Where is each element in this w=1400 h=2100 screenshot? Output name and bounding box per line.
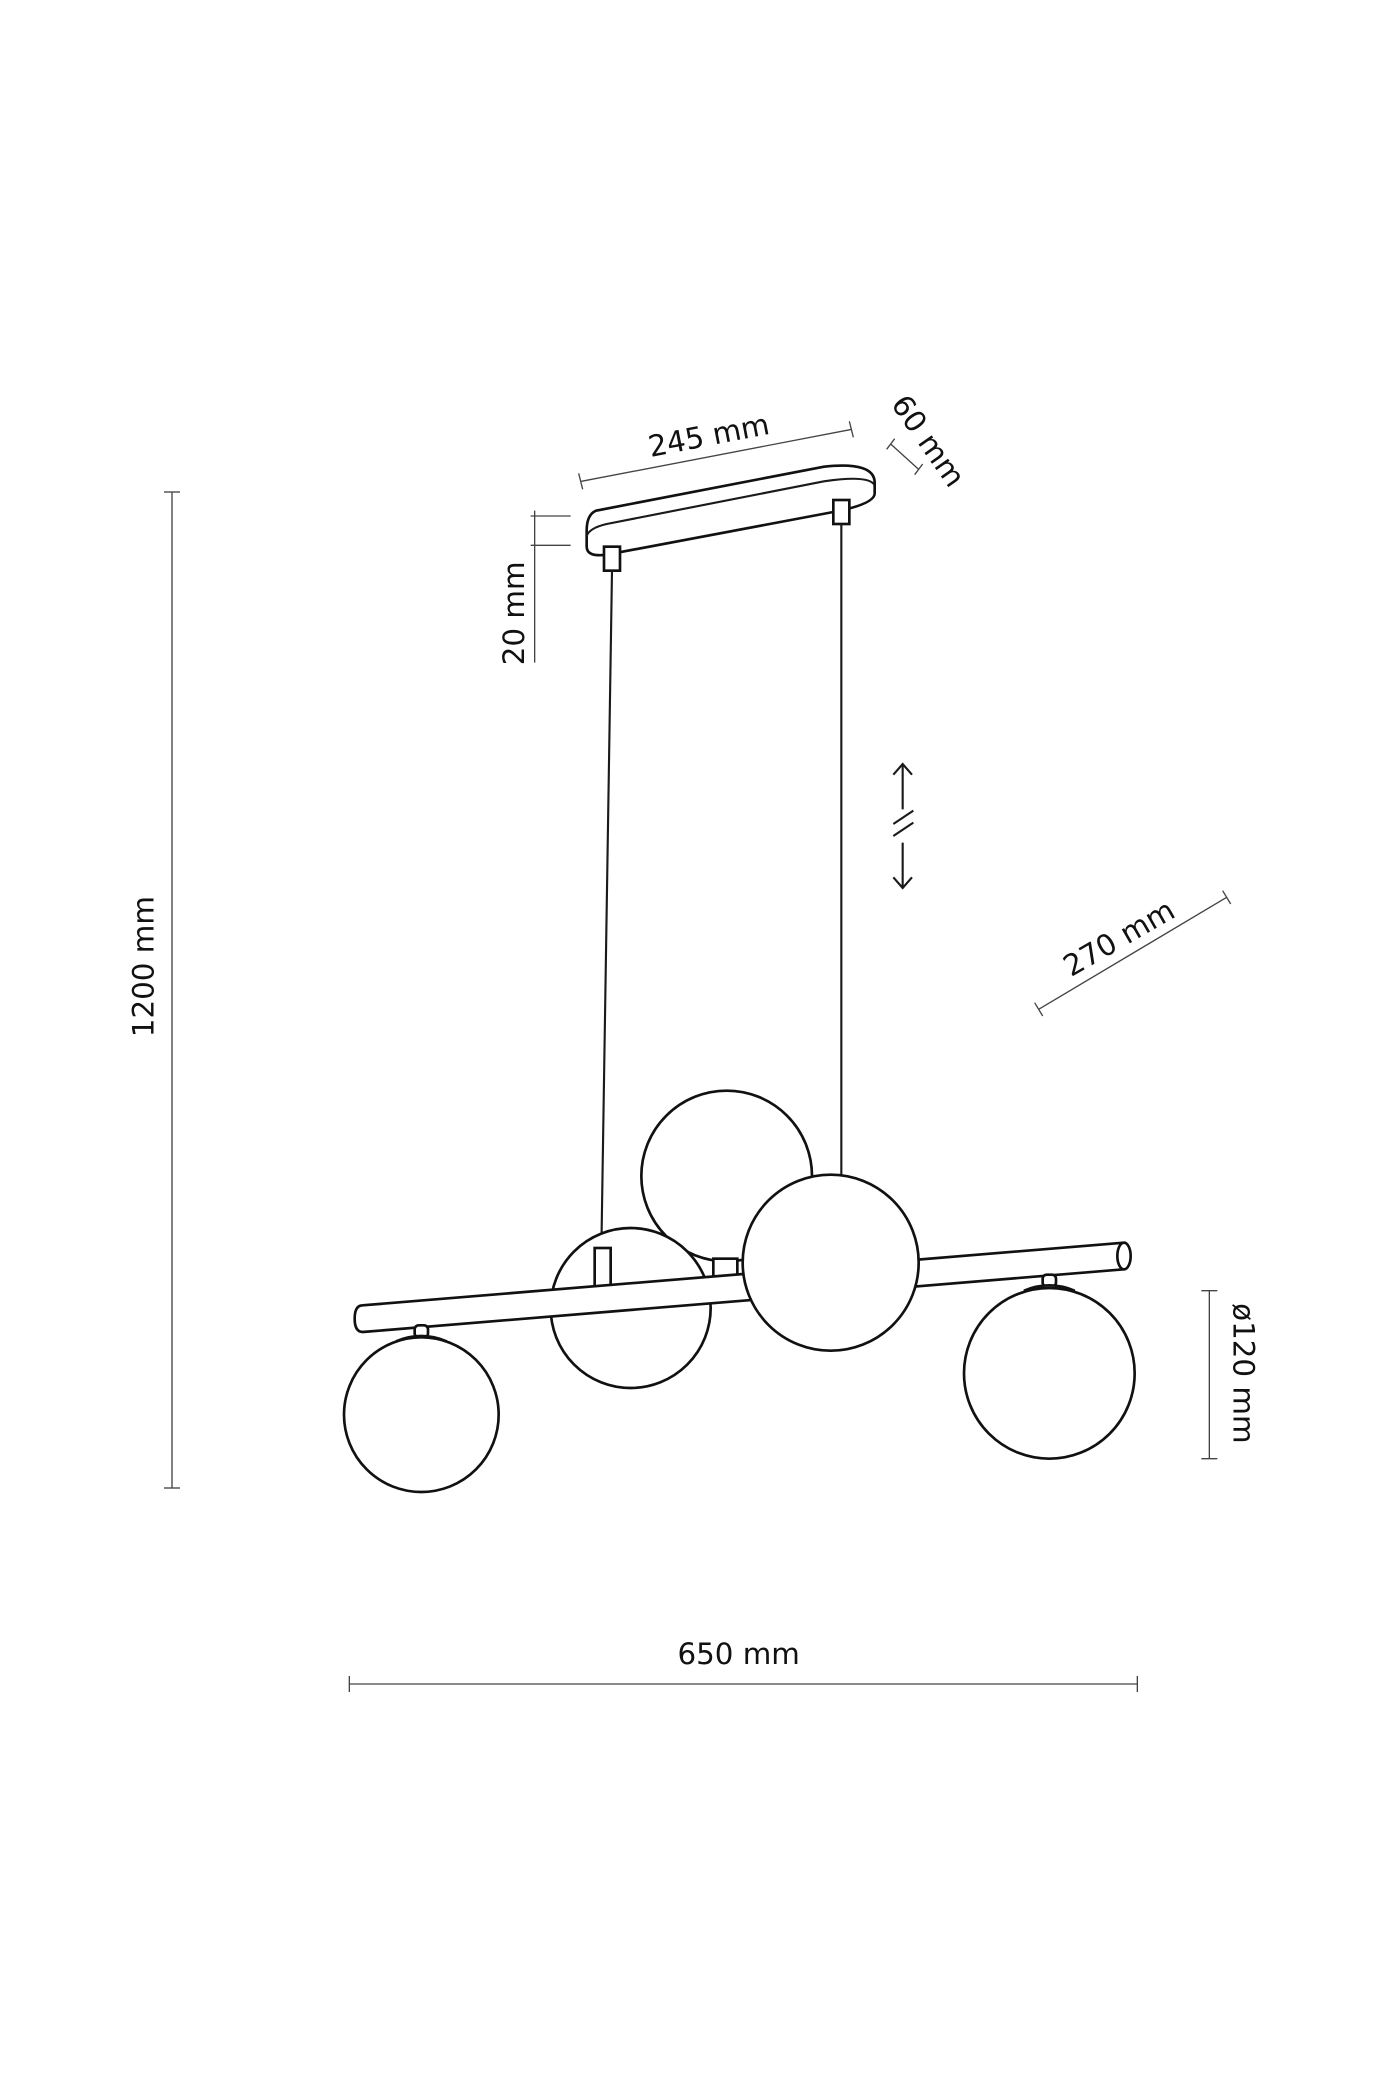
lamp-bar <box>353 1241 1132 1334</box>
ceiling-canopy <box>585 464 876 572</box>
globe-diameter-label: ø120 mm <box>1226 1303 1260 1443</box>
dimension-canopy-height: 20 mm <box>497 510 571 665</box>
globe-left <box>342 1324 500 1494</box>
width-label: 650 mm <box>677 1637 799 1671</box>
cable-clamp <box>593 1246 612 1290</box>
globe-front <box>741 1173 920 1352</box>
adjustable-height-arrows-icon <box>892 762 914 890</box>
canopy-length-label: 245 mm <box>645 407 772 464</box>
height-label: 1200 mm <box>126 896 160 1037</box>
globe-right <box>962 1273 1136 1460</box>
dimension-height: 1200 mm <box>126 491 180 1489</box>
arm-depth-label: 270 mm <box>1057 893 1180 984</box>
cable-left <box>600 570 614 1251</box>
canopy-width-label: 60 mm <box>885 389 972 494</box>
dimension-arm-depth: 270 mm <box>1034 890 1232 1017</box>
dimension-width: 650 mm <box>348 1637 1138 1692</box>
cable-connector-left <box>602 545 622 572</box>
cable-connector-right <box>831 498 851 526</box>
dimension-canopy-width: 60 mm <box>885 389 972 494</box>
canopy-height-label: 20 mm <box>497 561 531 665</box>
dimension-globe-diameter: ø120 mm <box>1201 1290 1260 1460</box>
